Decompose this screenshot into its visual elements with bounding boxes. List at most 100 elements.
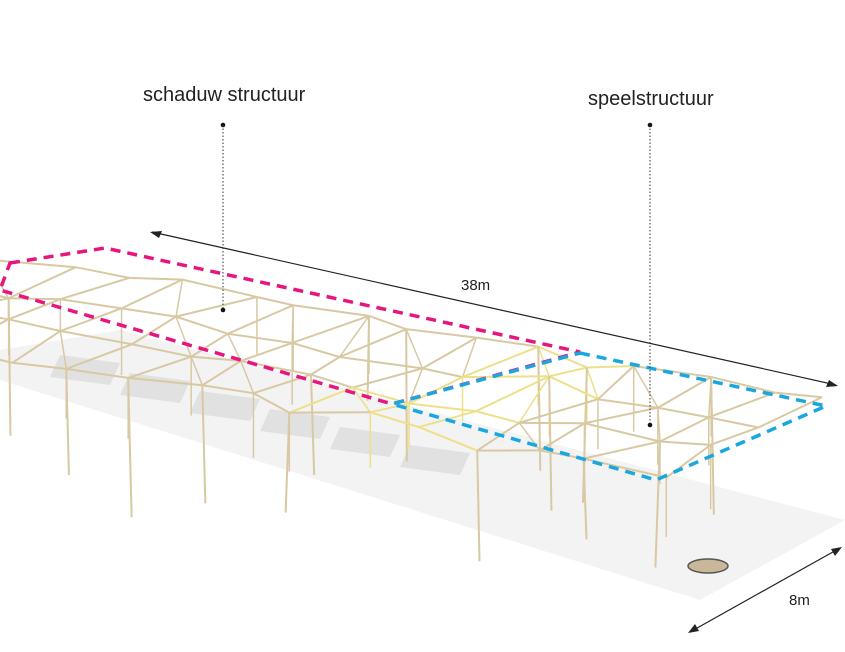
beam — [12, 361, 67, 370]
beam — [288, 386, 353, 414]
column — [201, 385, 207, 504]
beam — [252, 392, 290, 414]
beam — [408, 402, 477, 413]
beam — [66, 367, 129, 379]
beam — [131, 343, 192, 358]
beam — [291, 342, 340, 358]
beam — [418, 426, 478, 452]
beam — [422, 336, 477, 370]
beam — [339, 356, 423, 370]
beam — [774, 391, 823, 399]
column — [405, 329, 408, 462]
beam — [175, 279, 184, 317]
beam — [293, 304, 370, 317]
beam — [405, 328, 424, 369]
beam — [8, 297, 61, 301]
beam — [121, 307, 177, 318]
beam — [708, 391, 776, 419]
beam — [476, 422, 520, 452]
length-dimension-arrow — [150, 231, 838, 387]
beam — [131, 315, 177, 346]
beam — [182, 278, 258, 298]
beam — [518, 398, 599, 424]
beam — [583, 440, 661, 460]
beam — [191, 355, 241, 362]
beam — [310, 373, 353, 389]
shade-leader-line — [220, 122, 226, 313]
column — [284, 412, 291, 513]
beam — [370, 402, 410, 414]
beam — [710, 375, 776, 394]
beam — [518, 375, 550, 424]
length-label: 38m — [461, 277, 491, 294]
beam — [584, 406, 659, 425]
beam — [175, 316, 192, 357]
beam — [633, 365, 659, 409]
beam — [758, 396, 823, 429]
beam — [291, 314, 370, 344]
beam — [548, 366, 588, 378]
column — [127, 377, 133, 518]
shade-structure-outline — [0, 246, 581, 406]
width-label: 8m — [789, 592, 810, 609]
shadow-patch — [400, 445, 470, 475]
beam — [65, 343, 133, 370]
column — [366, 315, 370, 401]
beam — [227, 333, 242, 362]
beam — [586, 364, 634, 369]
beam — [202, 384, 254, 395]
shade-structure-label: schaduw structuur — [143, 84, 306, 106]
shadow-patch — [120, 373, 190, 403]
beam — [476, 336, 539, 348]
column — [309, 374, 316, 475]
column — [654, 441, 661, 568]
swing-seat — [687, 558, 729, 574]
beam — [461, 337, 478, 378]
beam — [462, 375, 550, 379]
shadow-patch — [50, 355, 120, 385]
beam — [60, 298, 122, 310]
beam — [8, 266, 77, 300]
beam — [665, 444, 712, 479]
beam — [657, 406, 709, 419]
beam — [475, 375, 550, 413]
beam — [422, 367, 463, 379]
beam — [190, 332, 229, 358]
beam — [59, 330, 68, 369]
beam — [0, 358, 13, 364]
beam — [0, 316, 9, 321]
beam — [708, 416, 759, 429]
beam — [227, 332, 293, 344]
beam — [659, 440, 711, 446]
column — [710, 376, 715, 515]
beam — [475, 410, 520, 424]
beam — [352, 367, 423, 389]
beam — [0, 259, 76, 269]
beam — [339, 328, 407, 358]
beam — [8, 298, 61, 321]
beam — [597, 398, 659, 409]
beam — [0, 318, 9, 325]
column — [476, 450, 481, 562]
beam — [201, 360, 242, 387]
beam — [370, 411, 420, 429]
beam — [462, 345, 539, 379]
beam — [657, 376, 712, 409]
beam — [190, 356, 204, 386]
beam — [659, 416, 710, 443]
beam — [60, 276, 130, 301]
beam — [338, 315, 370, 358]
beam — [240, 342, 293, 362]
shadow-patch — [330, 427, 400, 457]
beam — [11, 330, 61, 364]
column — [7, 298, 12, 436]
beam — [584, 422, 661, 443]
width-dimension-arrow — [688, 547, 842, 633]
beam — [60, 330, 133, 346]
shadow-patch — [190, 391, 260, 421]
ground-shadow — [0, 330, 845, 600]
beam — [256, 296, 294, 307]
beam — [175, 315, 229, 335]
beam — [127, 355, 192, 379]
column — [65, 368, 70, 476]
